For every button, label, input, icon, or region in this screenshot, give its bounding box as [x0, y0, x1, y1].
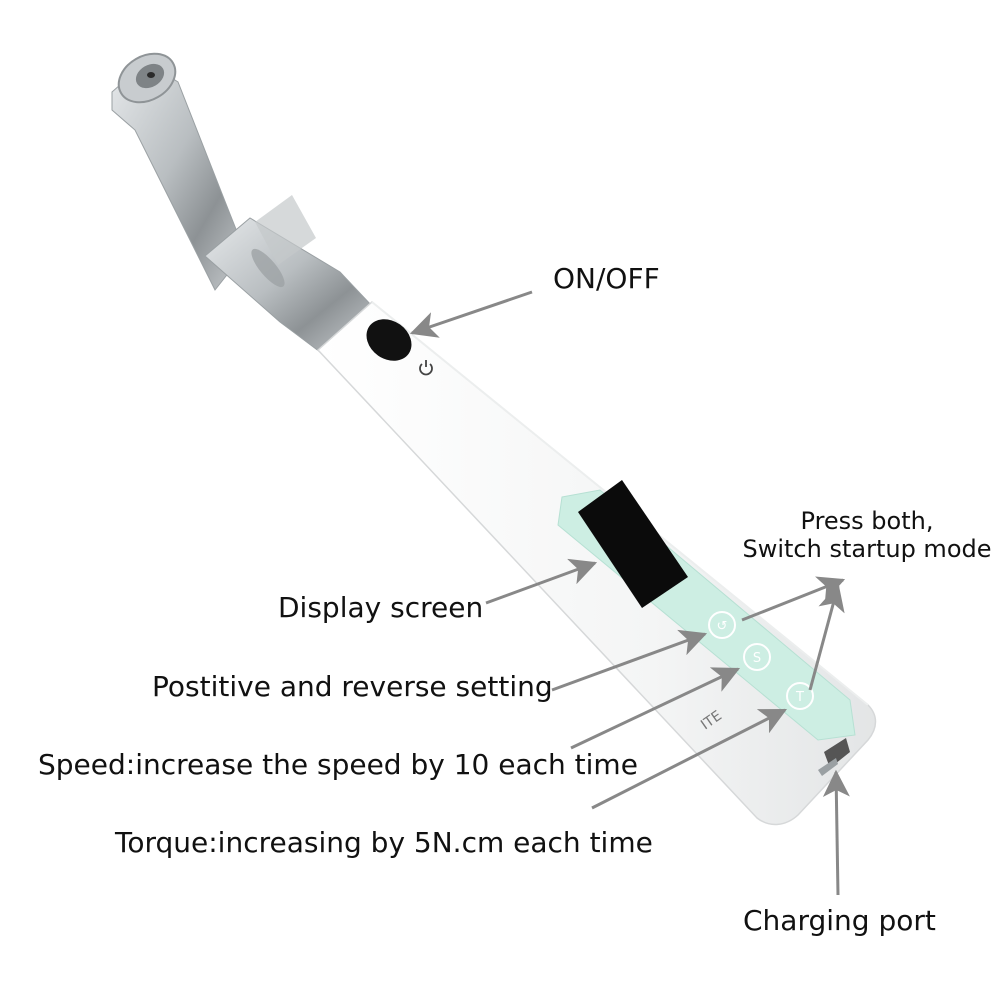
display-screen: [578, 480, 688, 608]
reverse-button: [708, 611, 736, 639]
label-torque: Torque:increasing by 5N.cm each time: [115, 826, 653, 859]
control-panel: ↺ S T: [557, 480, 856, 741]
label-display-screen: Display screen: [278, 591, 484, 624]
arrow-torque: [591, 708, 788, 810]
torque-button-glyph: T: [795, 690, 804, 705]
reverse-button-glyph: ↺: [717, 619, 728, 634]
annotation-arrows: [409, 290, 850, 896]
arrow-press-both-b: [808, 583, 845, 691]
handpiece-head: [111, 52, 246, 291]
label-speed: Speed:increase the speed by 10 each time: [38, 748, 638, 781]
power-button: [366, 319, 433, 376]
arrow-on-off: [409, 290, 533, 338]
handpiece-body: [316, 301, 877, 826]
label-positive-reverse: Postitive and reverse setting: [152, 670, 553, 703]
arrow-positive-reverse: [551, 629, 708, 692]
speed-button-glyph: S: [753, 651, 761, 666]
label-on-off: ON/OFF: [553, 262, 660, 295]
torque-button: [786, 682, 814, 710]
arrow-press-both-a: [741, 576, 846, 622]
metal-neck: [204, 195, 373, 353]
label-press-both-line2: Switch startup mode: [742, 534, 992, 563]
label-charging-port: Charging port: [743, 904, 936, 937]
speed-button: [743, 643, 771, 671]
label-press-both: Press both, Switch startup mode: [742, 507, 992, 563]
power-icon: [419, 360, 433, 376]
arrow-charging-port: [822, 769, 850, 896]
arrow-speed: [570, 667, 741, 750]
label-press-both-line1: Press both,: [800, 507, 934, 535]
arrow-display-screen: [485, 558, 598, 605]
